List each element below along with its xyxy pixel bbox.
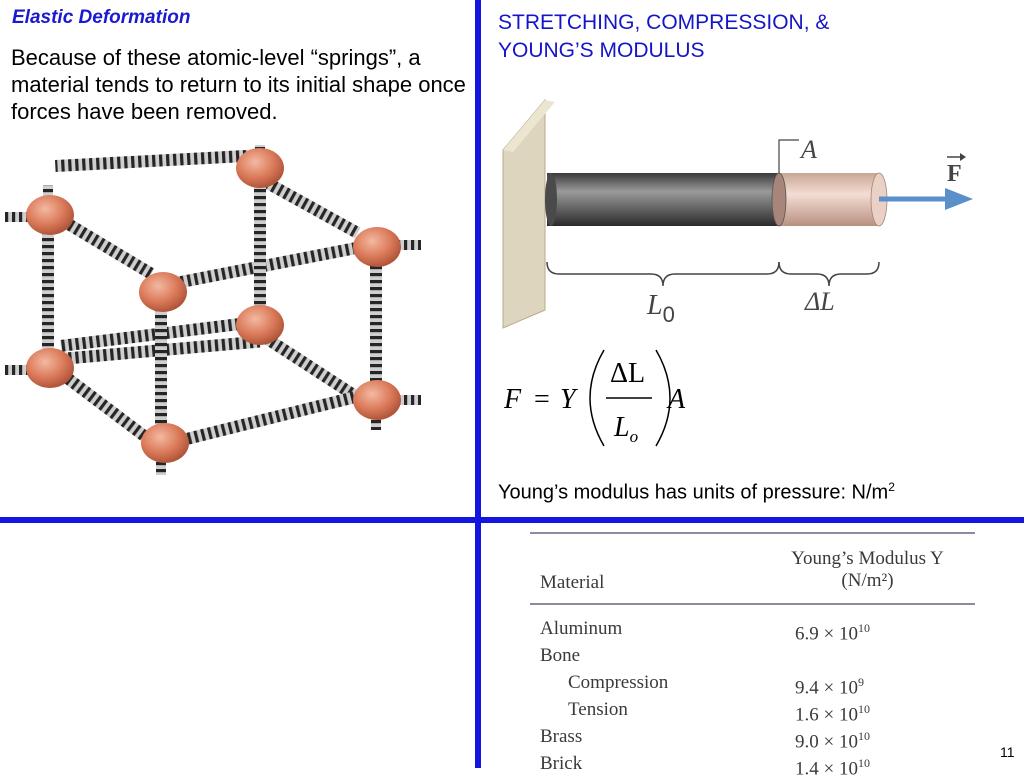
left-title: Elastic Deformation (12, 7, 191, 28)
row-material: Compression (568, 672, 669, 693)
atom-node (26, 195, 74, 235)
units-note: Young’s modulus has units of pressure: N… (498, 480, 895, 505)
atom-node (236, 148, 284, 188)
units-superscript: 2 (888, 480, 895, 494)
force-arrow-head (945, 188, 973, 210)
atoms (26, 148, 401, 463)
row-modulus (770, 642, 975, 669)
row-material: Bone (540, 645, 581, 666)
atom-node (141, 423, 189, 463)
length-brace (546, 261, 780, 287)
row-material: Brass (540, 726, 583, 747)
atom-node (139, 272, 187, 312)
table-row: Brick 1.4 × 1010 (530, 750, 975, 780)
table-row: Compression 9.4 × 109 (530, 669, 975, 699)
spring-lattice-illustration (5, 145, 421, 475)
table-top-rule (530, 532, 975, 534)
youngs-modulus-formula: F = Y ΔL Lo A (503, 349, 686, 447)
youngs-modulus-table: Material Young’s Modulus Y (N/m²) Alumin… (530, 532, 975, 780)
table-row: Brass 9.0 × 1010 (530, 723, 975, 753)
formula-denominator: Lo (613, 412, 638, 446)
row-material: Tension (568, 699, 628, 720)
spring-bonds (5, 145, 421, 475)
force-label: F (947, 161, 962, 187)
right-paren (655, 349, 671, 447)
table-row: Aluminum 6.9 × 1010 (530, 615, 975, 645)
rod-extension (779, 173, 879, 226)
delta-brace (778, 261, 880, 287)
header-modulus: Young’s Modulus Y (N/m²) (730, 548, 975, 593)
wall (502, 98, 555, 329)
row-material: Brick (540, 753, 583, 774)
delta-label: ΔL (804, 287, 835, 316)
left-paren (589, 349, 605, 447)
horizontal-divider (0, 517, 1024, 523)
header-modulus-line1: Young’s Modulus Y (791, 548, 944, 569)
row-material: Aluminum (540, 618, 623, 639)
atom-node (236, 305, 284, 345)
table-header-rule (530, 603, 975, 605)
formula-coefficient: Y (560, 384, 579, 415)
atom-node (26, 348, 74, 388)
right-title: STRETCHING, COMPRESSION, & YOUNG’S MODUL… (498, 11, 830, 62)
formula-factor: A (666, 384, 686, 415)
atom-node (353, 380, 401, 420)
units-text: Young’s modulus has units of pressure: N… (498, 481, 889, 504)
length-label: L0 (646, 290, 675, 327)
table-row: Tension 1.6 × 1010 (530, 696, 975, 726)
page-number: 11 (1000, 744, 1015, 760)
row-modulus: 9.0 × 1010 (795, 729, 870, 753)
area-pointer (778, 139, 799, 173)
row-modulus: 6.9 × 1010 (795, 621, 870, 645)
formula-lhs: F (503, 384, 522, 415)
table-row: Bone (530, 642, 975, 669)
header-material: Material (540, 572, 605, 593)
header-modulus-line2: (N/m²) (841, 570, 894, 591)
rod-cross-section (771, 172, 787, 227)
left-body-text: Because of these atomic-level “springs”,… (11, 45, 466, 124)
row-modulus: 1.6 × 1010 (795, 702, 870, 726)
atom-node (353, 227, 401, 267)
rod-stretch-diagram: A F L0 ΔL (502, 98, 973, 329)
rod-left-face (545, 173, 557, 226)
force-vector-tip (960, 153, 966, 161)
formula-numerator: ΔL (610, 358, 645, 389)
vertical-divider (475, 0, 481, 768)
row-modulus: 9.4 × 109 (795, 675, 864, 699)
area-label: A (799, 135, 817, 164)
rod-original (547, 173, 779, 226)
row-modulus: 1.4 × 1010 (795, 756, 870, 780)
table-header: Material Young’s Modulus Y (N/m²) (530, 548, 975, 593)
formula-equals: = (534, 384, 550, 415)
